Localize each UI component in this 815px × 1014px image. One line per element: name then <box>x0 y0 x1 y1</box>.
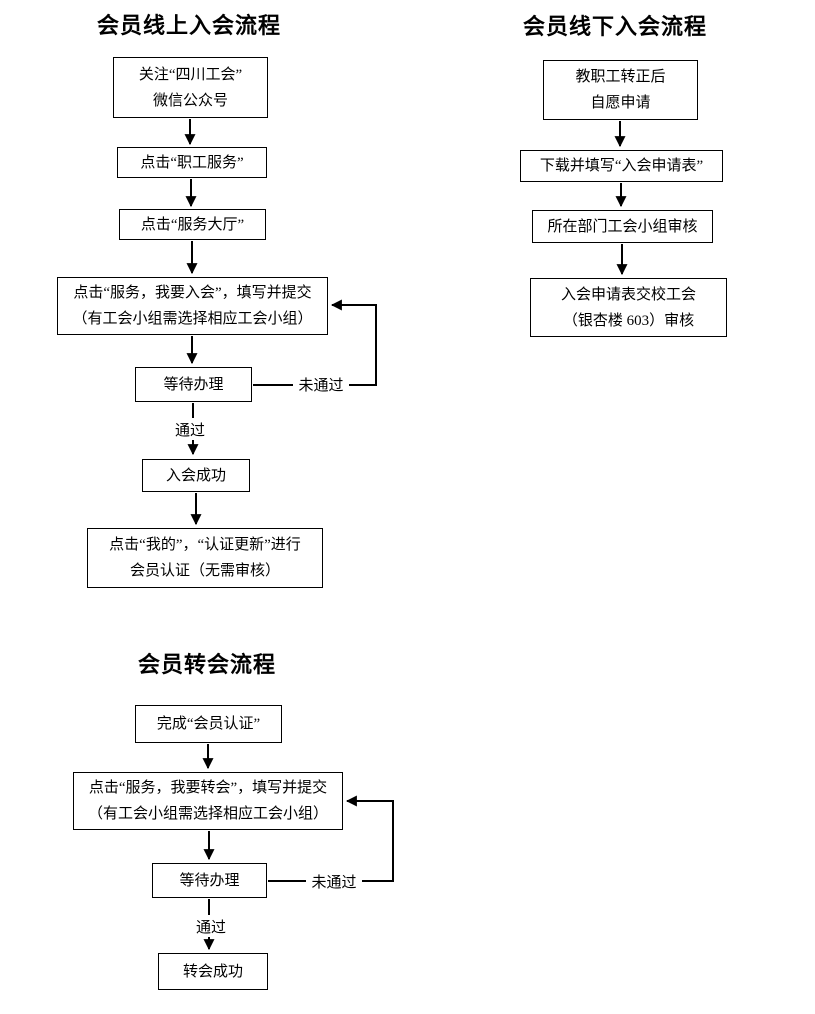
online-step-wait-processing: 等待办理 <box>135 367 252 402</box>
transfer-step-transfer-success: 转会成功 <box>158 953 268 990</box>
offline-step-download-form: 下载并填写“入会申请表” <box>520 150 723 182</box>
transfer-pass-label: 通过 <box>189 915 233 937</box>
online-step-fill-and-submit: 点击“服务，我要入会”，填写并提交 （有工会小组需选择相应工会小组） <box>57 277 328 335</box>
transfer-step-fill-and-submit: 点击“服务，我要转会”，填写并提交 （有工会小组需选择相应工会小组） <box>73 772 343 830</box>
transfer-step-complete-certification: 完成“会员认证” <box>135 705 282 743</box>
transfer-step-wait-processing: 等待办理 <box>152 863 267 898</box>
online-step-follow-wechat-account: 关注“四川工会” 微信公众号 <box>113 57 268 118</box>
online-step-join-success: 入会成功 <box>142 459 250 492</box>
online-flow-title: 会员线上入会流程 <box>96 13 281 38</box>
online-step-member-certification: 点击“我的”，“认证更新”进行 会员认证（无需审核） <box>87 528 323 588</box>
online-step-click-service-hall: 点击“服务大厅” <box>119 209 266 240</box>
offline-step-voluntary-application: 教职工转正后 自愿申请 <box>543 60 698 120</box>
transfer-fail-label: 未通过 <box>306 870 362 892</box>
online-step-click-staff-services: 点击“职工服务” <box>117 147 267 178</box>
online-pass-label: 通过 <box>168 418 212 440</box>
online-fail-label: 未通过 <box>293 373 349 395</box>
transfer-flow-title: 会员转会流程 <box>137 652 276 677</box>
offline-step-department-group-review: 所在部门工会小组审核 <box>532 210 713 243</box>
offline-flow-title: 会员线下入会流程 <box>522 14 707 39</box>
offline-step-school-union-review: 入会申请表交校工会 （银杏楼 603）审核 <box>530 278 727 337</box>
